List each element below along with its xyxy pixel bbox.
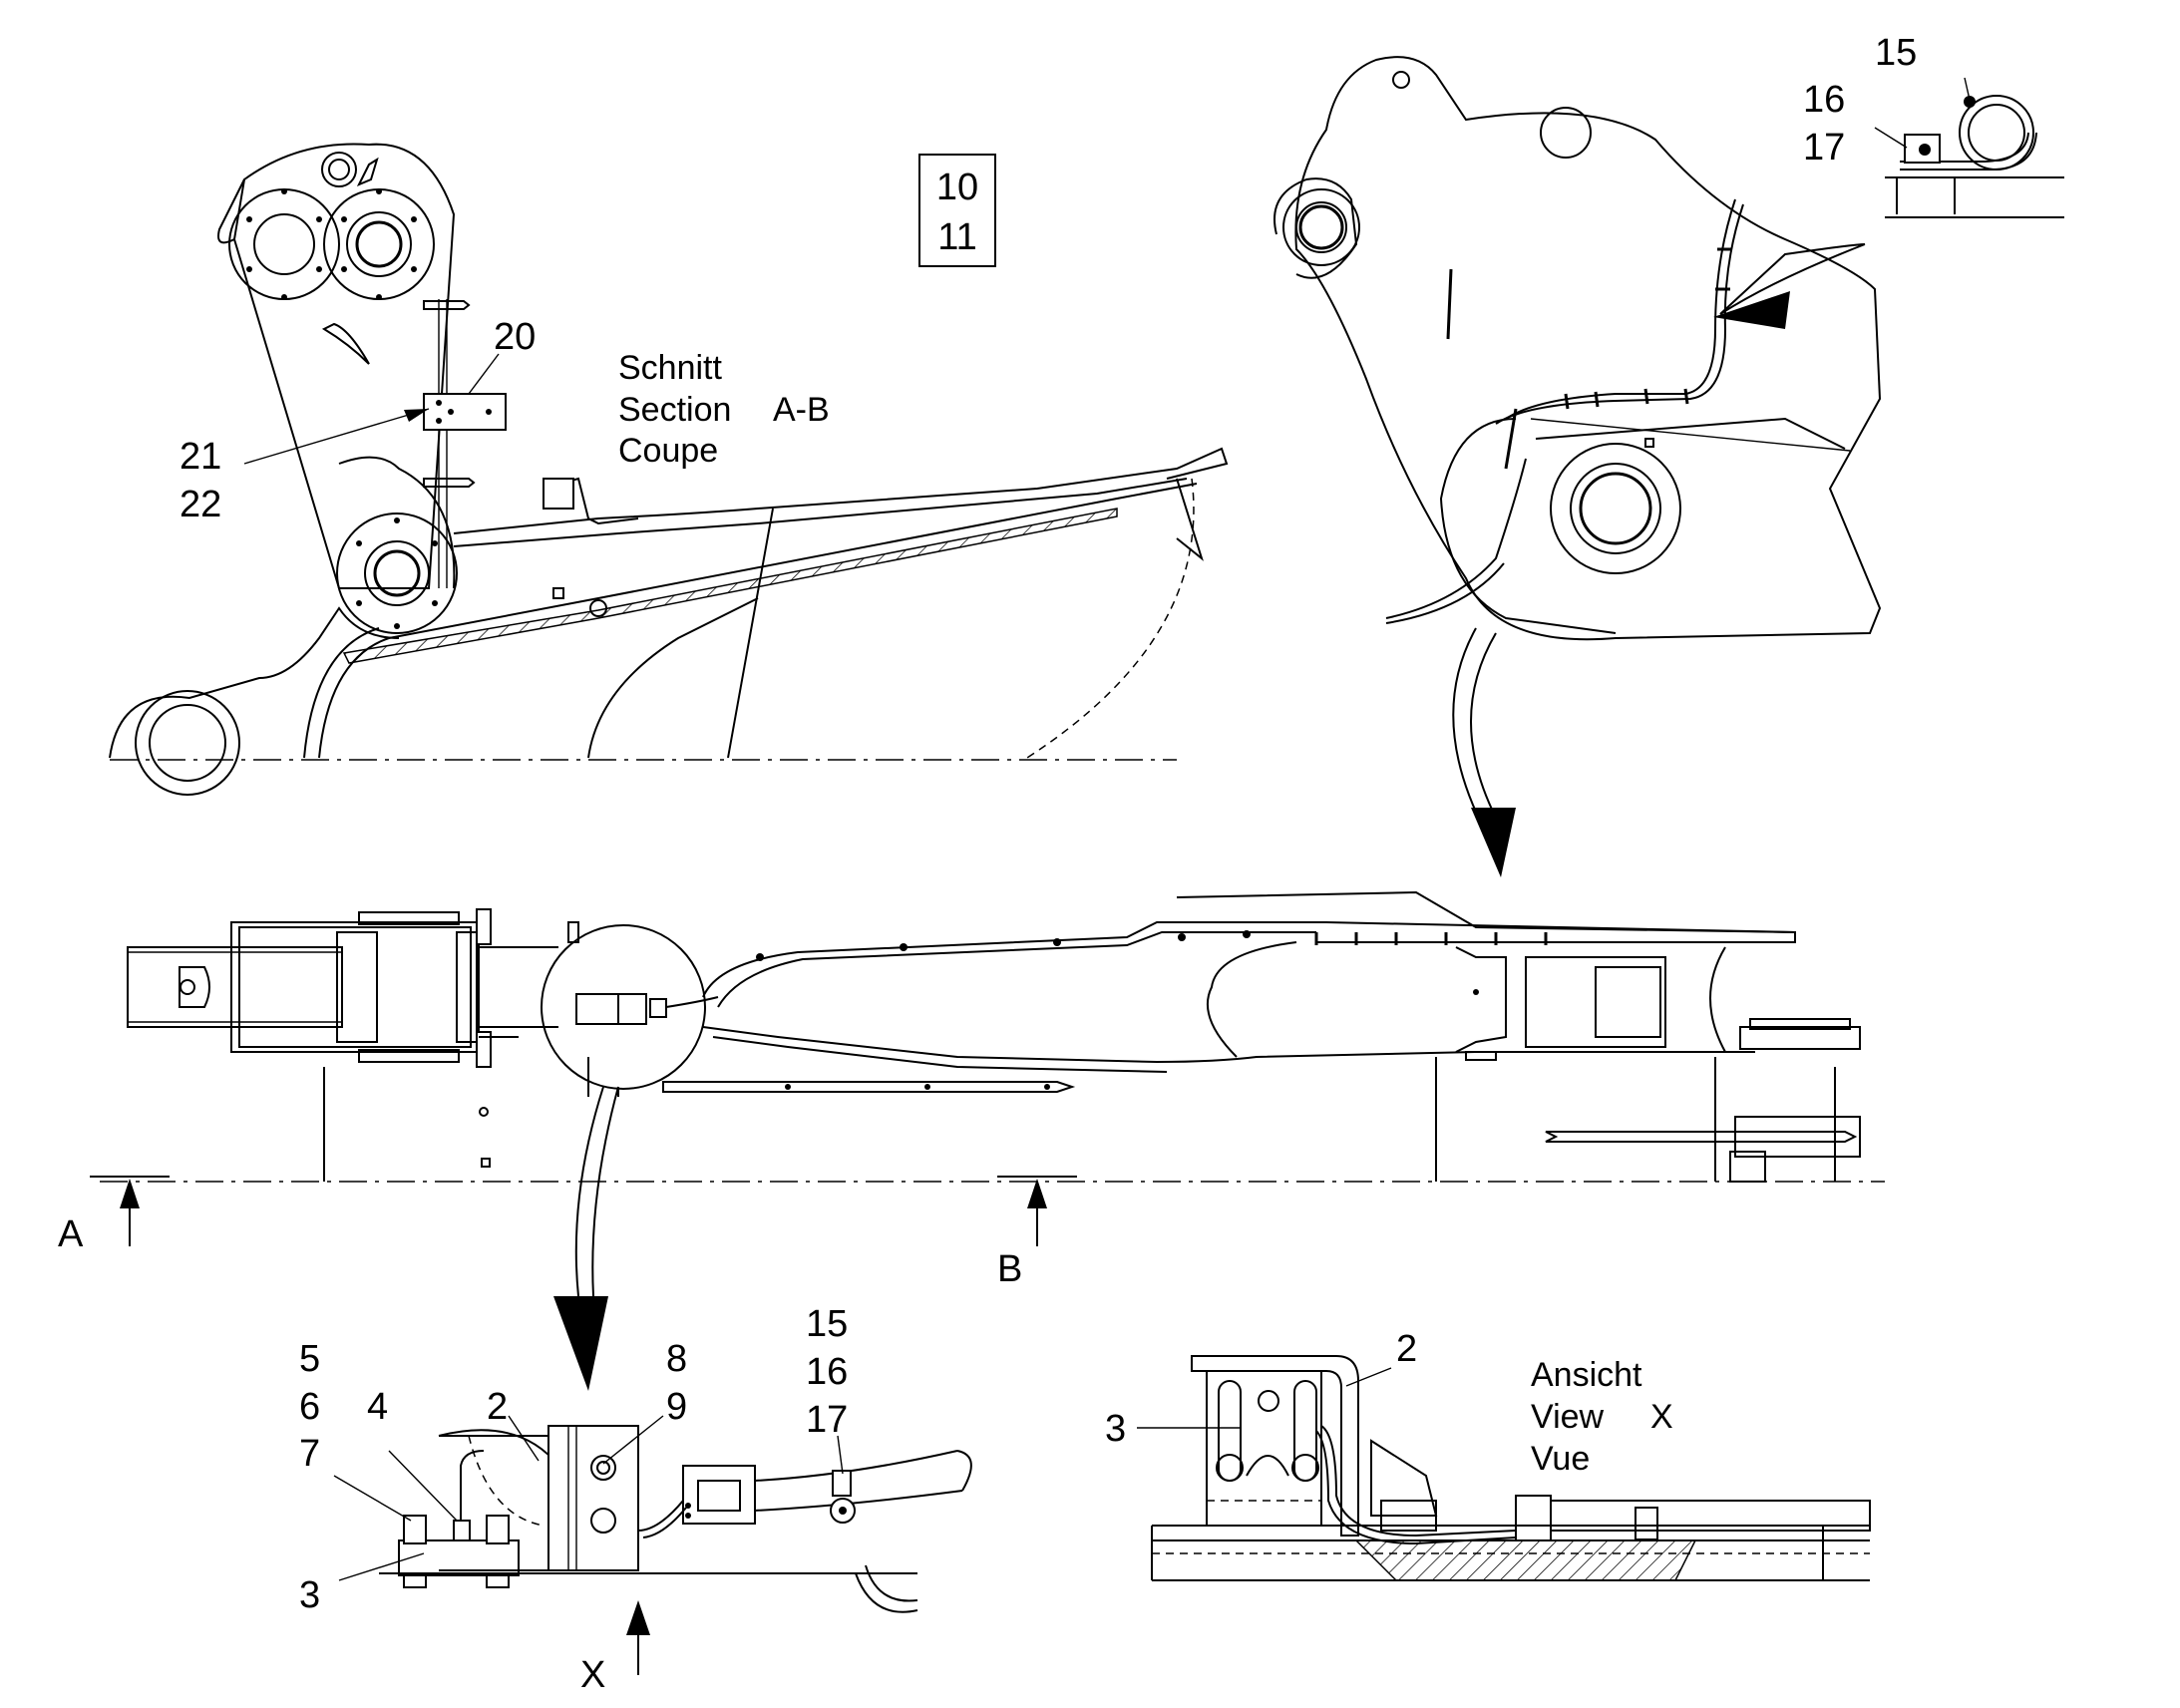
callout-5: 5 xyxy=(299,1338,320,1380)
view-title-id: X xyxy=(1650,1398,1673,1436)
detail-bracket xyxy=(333,1415,972,1675)
section-title-id: A-B xyxy=(773,391,830,429)
callout-6: 6 xyxy=(299,1386,320,1428)
view-title: Ansicht View X Vue xyxy=(1531,1356,1673,1478)
callout-3-right: 3 xyxy=(1105,1408,1126,1450)
section-title-line1: Schnitt xyxy=(618,349,722,387)
callout-17-detail: 17 xyxy=(806,1399,848,1441)
view-title-line1: Ansicht xyxy=(1531,1356,1642,1394)
callout-15-detail: 15 xyxy=(806,1303,848,1345)
frame-label-line2: 11 xyxy=(937,216,976,258)
section-title: Schnitt Section A-B Coupe xyxy=(618,349,830,470)
callout-9: 9 xyxy=(666,1386,687,1428)
callout-21: 21 xyxy=(180,436,221,478)
callout-4: 4 xyxy=(367,1386,388,1428)
callout-16-top: 16 xyxy=(1803,79,1845,121)
section-marker-b: B xyxy=(997,1248,1022,1290)
callout-8: 8 xyxy=(666,1338,687,1380)
view-title-line2: View xyxy=(1531,1398,1605,1436)
section-view-a-b xyxy=(109,143,1229,796)
section-title-line2: Section xyxy=(618,391,731,429)
view-title-line3: Vue xyxy=(1531,1440,1590,1478)
frame-label-box: 10 11 xyxy=(918,154,996,267)
section-title-line3: Coupe xyxy=(618,432,718,470)
callout-2-right: 2 xyxy=(1396,1328,1417,1370)
callout-3-left: 3 xyxy=(299,1574,320,1616)
view-x-detail xyxy=(1137,1355,1871,1581)
callout-7: 7 xyxy=(299,1433,320,1475)
callout-20: 20 xyxy=(494,316,536,358)
callout-15-top: 15 xyxy=(1875,32,1917,74)
boom-head-view xyxy=(1273,56,2064,877)
callout-22: 22 xyxy=(180,484,221,525)
boom-plan-view xyxy=(90,890,1885,1391)
callout-2-left: 2 xyxy=(487,1386,508,1428)
section-marker-x: X xyxy=(580,1654,605,1696)
callout-17-top: 17 xyxy=(1803,127,1845,169)
frame-label-line1: 10 xyxy=(936,167,978,208)
section-marker-a: A xyxy=(58,1213,84,1255)
callout-16-detail: 16 xyxy=(806,1351,848,1393)
